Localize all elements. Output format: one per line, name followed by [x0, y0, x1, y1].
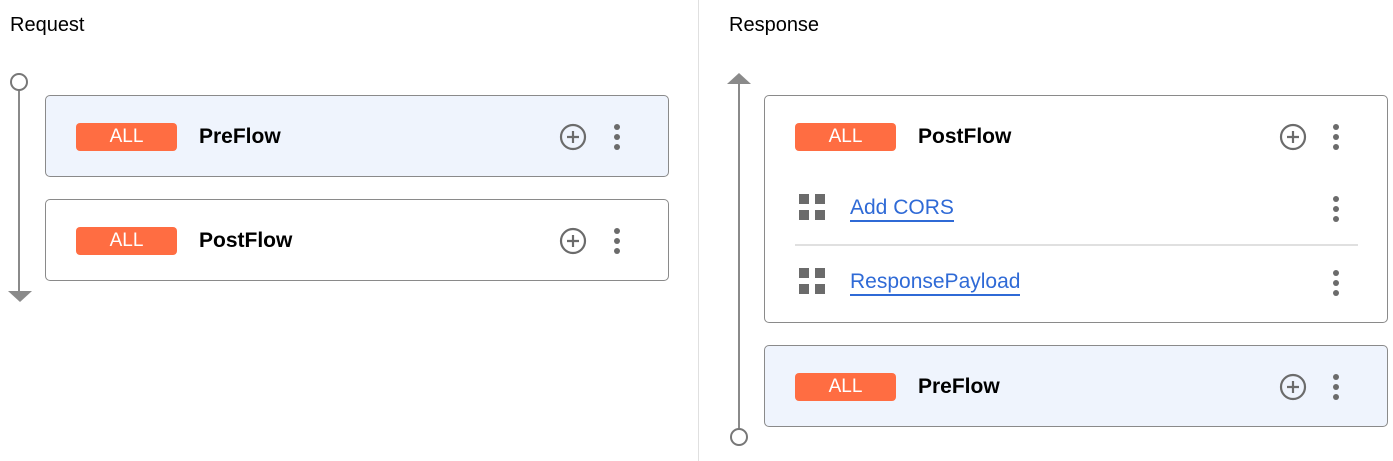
- policy-grid-icon[interactable]: [799, 268, 825, 294]
- policy-grid-icon[interactable]: [799, 194, 825, 220]
- more-vert-icon[interactable]: [613, 123, 621, 151]
- response-timeline: [738, 82, 740, 430]
- more-vert-icon[interactable]: [613, 227, 621, 255]
- method-badge: ALL: [76, 227, 177, 255]
- flow-name: PostFlow: [918, 125, 1012, 148]
- step-divider: [795, 244, 1358, 246]
- more-vert-icon[interactable]: [1332, 373, 1340, 401]
- response-title: Response: [729, 14, 820, 36]
- plus-circle-icon[interactable]: [559, 123, 587, 151]
- request-timeline: [18, 90, 20, 295]
- request-title: Request: [10, 14, 85, 36]
- flow-name: PostFlow: [199, 229, 293, 252]
- timeline-end-circle: [730, 428, 748, 446]
- panel-divider: [698, 0, 699, 461]
- timeline-start-circle: [10, 73, 28, 91]
- flow-name: PreFlow: [918, 375, 1000, 398]
- step-link-add-cors[interactable]: Add CORS: [850, 196, 954, 222]
- response-preflow-card[interactable]: ALL PreFlow: [764, 345, 1388, 427]
- plus-circle-icon[interactable]: [559, 227, 587, 255]
- request-postflow-card[interactable]: ALL PostFlow: [45, 199, 669, 281]
- step-link-response-payload[interactable]: ResponsePayload: [850, 270, 1021, 296]
- method-badge: ALL: [795, 123, 896, 151]
- plus-circle-icon[interactable]: [1279, 123, 1307, 151]
- plus-circle-icon[interactable]: [1279, 373, 1307, 401]
- more-vert-icon[interactable]: [1332, 195, 1340, 223]
- arrow-up-icon: [727, 73, 751, 84]
- more-vert-icon[interactable]: [1332, 123, 1340, 151]
- flow-name: PreFlow: [199, 125, 281, 148]
- request-preflow-card[interactable]: ALL PreFlow: [45, 95, 669, 177]
- method-badge: ALL: [795, 373, 896, 401]
- response-postflow-card[interactable]: ALL PostFlow Add CORS ResponsePayload: [764, 95, 1388, 323]
- method-badge: ALL: [76, 123, 177, 151]
- more-vert-icon[interactable]: [1332, 269, 1340, 297]
- arrow-down-icon: [8, 291, 32, 302]
